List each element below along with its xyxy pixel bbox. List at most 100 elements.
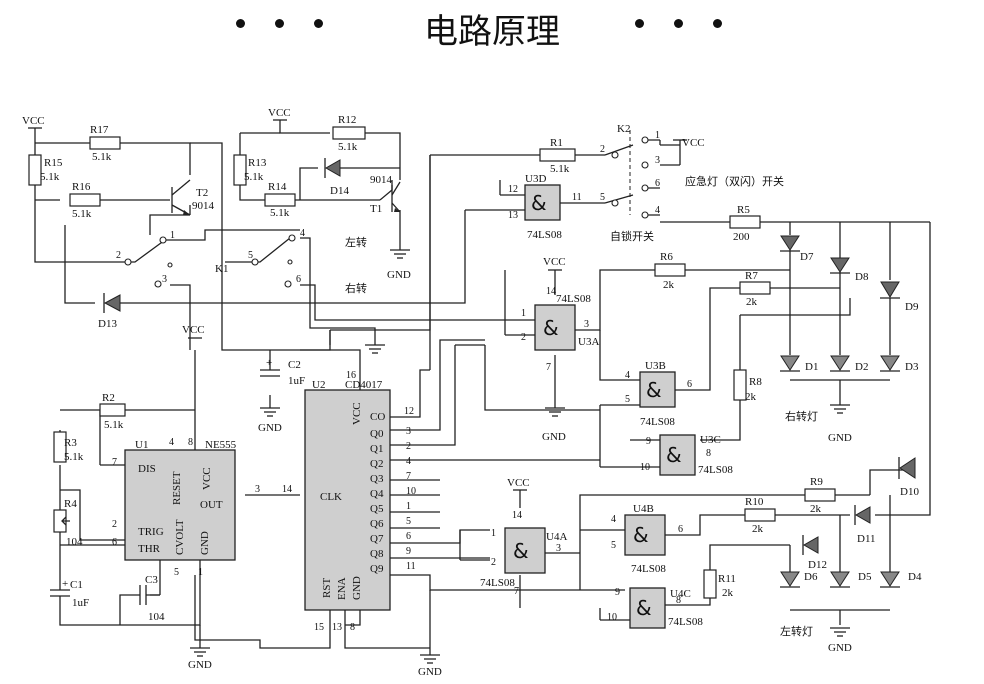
r12-value: 5.1k: [338, 141, 358, 153]
r11-id: R11: [718, 573, 736, 585]
d12-id: D12: [808, 559, 827, 571]
u3d-body: [524, 184, 561, 221]
u2-pin-q0: 3: [406, 426, 411, 437]
u3b-pin-out: 6: [687, 379, 692, 390]
k1-pin-1: 1: [170, 230, 175, 241]
t2-id: T2: [196, 187, 208, 199]
wiring: [34, 120, 931, 649]
r5-id: R5: [737, 204, 750, 216]
k1-pin-3: 3: [162, 274, 167, 285]
u3c-and: &: [666, 443, 682, 467]
resistor-r8: [733, 369, 747, 401]
c2-value: 1uF: [288, 375, 305, 387]
u1-pin-out: 3: [255, 484, 260, 495]
u1-dis: DIS: [138, 463, 156, 475]
r16-value: 5.1k: [72, 208, 92, 220]
r1-value: 5.1k: [550, 163, 570, 175]
diode-d7: D7: [780, 235, 814, 263]
u2-output-q1: Q1: [370, 443, 383, 455]
u2-gnd: GND: [351, 576, 363, 600]
k1-pin-2: 2: [116, 250, 121, 261]
led-d2: D2: [830, 355, 868, 373]
c3-id: C3: [145, 574, 158, 586]
resistor-r2: [99, 403, 126, 417]
u4b-pin-a: 4: [611, 514, 616, 525]
u4c-body: [629, 587, 666, 629]
r17-value: 5.1k: [92, 151, 112, 163]
r4-id: R4: [64, 498, 77, 510]
u2-output-q3: Q3: [370, 473, 384, 485]
u3a-pin-out: 3: [584, 319, 589, 330]
u3d-pin-b: 13: [508, 210, 518, 221]
vcc-label-3: VCC: [682, 137, 705, 149]
u3a-pin-a: 1: [521, 308, 526, 319]
resistor-r12: [332, 126, 366, 140]
d1-id: D1: [805, 361, 818, 373]
r13-id: R13: [248, 157, 267, 169]
u4b-and: &: [633, 523, 649, 547]
u2-pin-clk: 14: [282, 484, 292, 495]
r7-value: 2k: [746, 296, 758, 308]
title-dot-right-2: [674, 19, 683, 28]
k1-pin-5: 5: [248, 250, 253, 261]
u3b-and: &: [646, 378, 662, 402]
u2-pin-co: 12: [404, 406, 414, 417]
k2-pin-5: 5: [600, 192, 605, 203]
k1-pin-4: 4: [300, 228, 305, 239]
d7-id: D7: [800, 251, 814, 263]
u3c-body: [659, 434, 696, 476]
u4a-pin-out: 3: [556, 543, 561, 554]
u2-pin-q7: 6: [406, 531, 411, 542]
u4a-pin-a: 1: [491, 528, 496, 539]
u4c-and: &: [636, 596, 652, 620]
u2-pin-q4: 10: [406, 486, 416, 497]
r3-value: 5.1k: [64, 451, 84, 463]
u3c-ref: U3C: [700, 434, 721, 446]
d13-id: D13: [98, 318, 117, 330]
u1-thr: THR: [138, 543, 161, 555]
r11-value: 2k: [722, 587, 734, 599]
diode-d8: D8: [830, 257, 869, 283]
u2-pin-gnd: 8: [350, 622, 355, 633]
gate-u3b: & U3B 74LS08 4 5 6: [625, 360, 692, 428]
r14-value: 5.1k: [270, 207, 290, 219]
capacitors: + C2 1uF + C1 1uF C3 104: [50, 357, 305, 623]
led-d5: D5: [830, 571, 872, 588]
diode-d12: D12: [802, 535, 827, 571]
r8-id: R8: [749, 376, 762, 388]
title-dot-left-2: [275, 19, 284, 28]
r13-value: 5.1k: [244, 171, 264, 183]
led-d1: D1: [780, 355, 818, 373]
k2-pin-2: 2: [600, 144, 605, 155]
u4a-ref: U4A: [546, 531, 567, 543]
u1-pin-gnd: 1: [198, 567, 203, 578]
d5-id: D5: [858, 571, 872, 583]
resistor-r17: [89, 136, 121, 150]
d10-id: D10: [900, 486, 919, 498]
resistors: R17 5.1k R15 5.1k R16 5.1k R12 5.1k R13 …: [28, 114, 836, 599]
u1-reset: RESET: [171, 471, 183, 505]
gate-u4c: & U4C 74LS08 9 10 8: [607, 587, 703, 629]
u1-pin-thr: 6: [112, 537, 117, 548]
r8-value: 2k: [745, 391, 757, 403]
r17-id: R17: [90, 124, 109, 136]
u4c-ref: U4C: [670, 588, 691, 600]
capacitor-c2: + C2 1uF: [260, 357, 305, 387]
u4c-part: 74LS08: [668, 616, 703, 628]
power-symbols: VCC VCC VCC VCC VCC VCC GND GND GND GND …: [22, 107, 852, 678]
resistor-r1: [539, 148, 576, 162]
resistor-r10: [744, 508, 776, 522]
u4b-part: 74LS08: [631, 563, 666, 575]
u2-output-q7: Q7: [370, 533, 384, 545]
caption-right-turn: 右转: [345, 281, 367, 295]
caption-right-lamp: 右转灯: [785, 409, 818, 423]
u3c-pin-out: 8: [706, 448, 711, 459]
d3-id: D3: [905, 361, 919, 373]
gate-u3d: & U3D 74LS08 12 13 11: [508, 173, 582, 241]
title-dot-right-3: [713, 19, 722, 28]
u1-pin-trig: 2: [112, 519, 117, 530]
t1-id: T1: [370, 203, 382, 215]
r16-id: R16: [72, 181, 91, 193]
t2-part: 9014: [192, 200, 215, 212]
c1-value: 1uF: [72, 597, 89, 609]
